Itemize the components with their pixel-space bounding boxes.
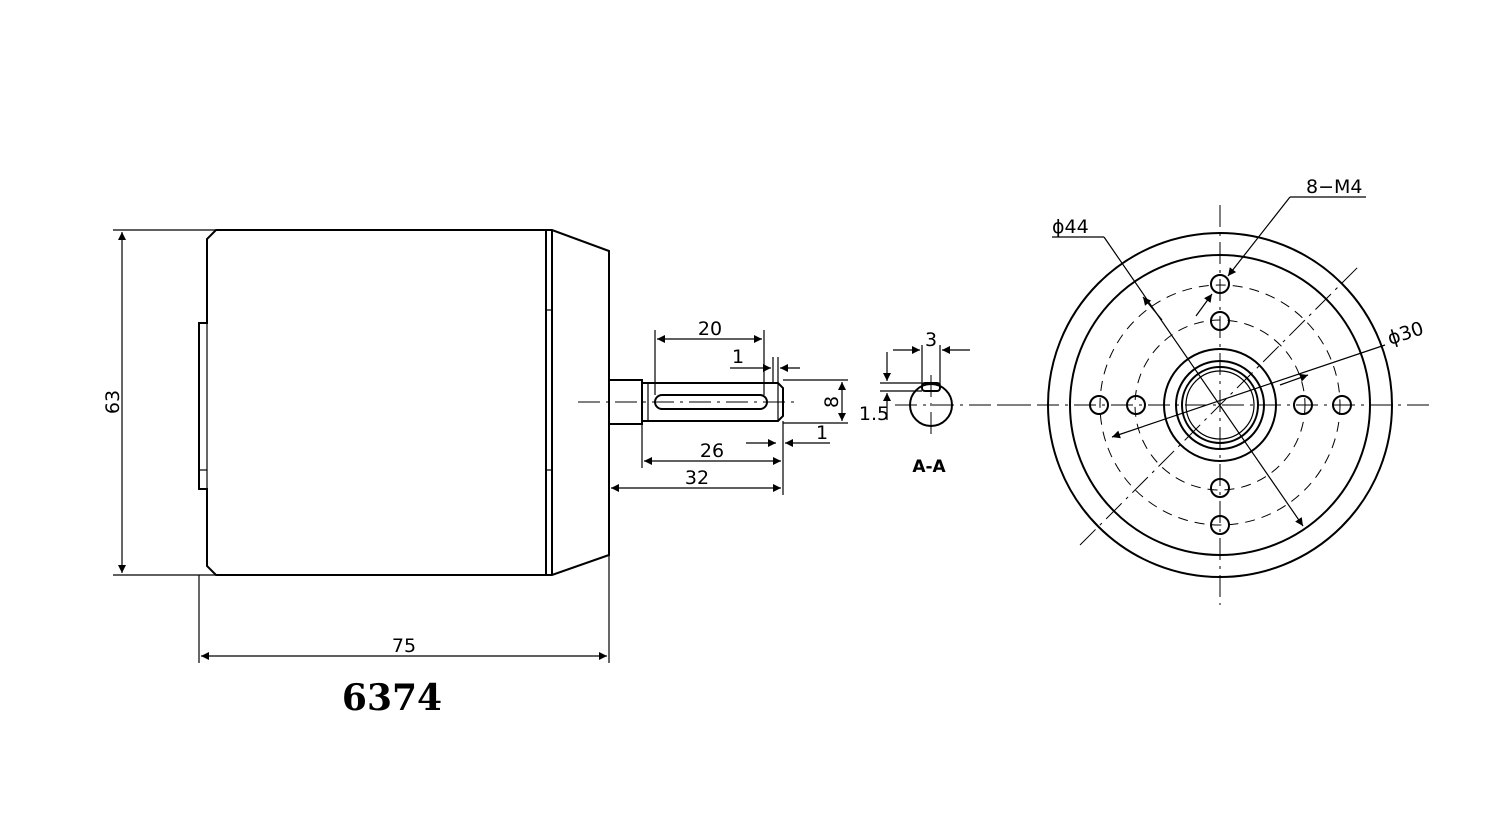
section-label: A-A: [912, 457, 946, 477]
motor-body-outline: [198, 229, 547, 576]
model-number: 6374: [342, 677, 442, 719]
front-view: ϕ44 ϕ30 8−M4: [1000, 176, 1430, 605]
section-a-a: 3 1.5 A-A: [859, 329, 1030, 477]
dim-keyway-length: 26: [700, 440, 724, 462]
dim-key-length: 20: [698, 318, 722, 340]
dim-bolt-circle-inner: ϕ30: [1385, 317, 1427, 349]
dim-shaft-length: 32: [685, 467, 709, 489]
dim-bolt-circle-outer: ϕ44: [1052, 216, 1089, 238]
dim-shaft-end-offset: 1: [816, 422, 828, 444]
dim-key-depth: 1.5: [859, 403, 889, 425]
dim-body-diameter: 63: [102, 390, 124, 414]
dim-shaft-diameter: 8: [821, 396, 843, 408]
side-view: 63 75 20 1 8 1 26 32 6374: [102, 229, 848, 719]
dim-holes: 8−M4: [1306, 176, 1363, 198]
dim-body-length: 75: [392, 635, 416, 657]
dim-key-offset: 1: [732, 346, 744, 368]
dim-key-width: 3: [925, 329, 937, 351]
